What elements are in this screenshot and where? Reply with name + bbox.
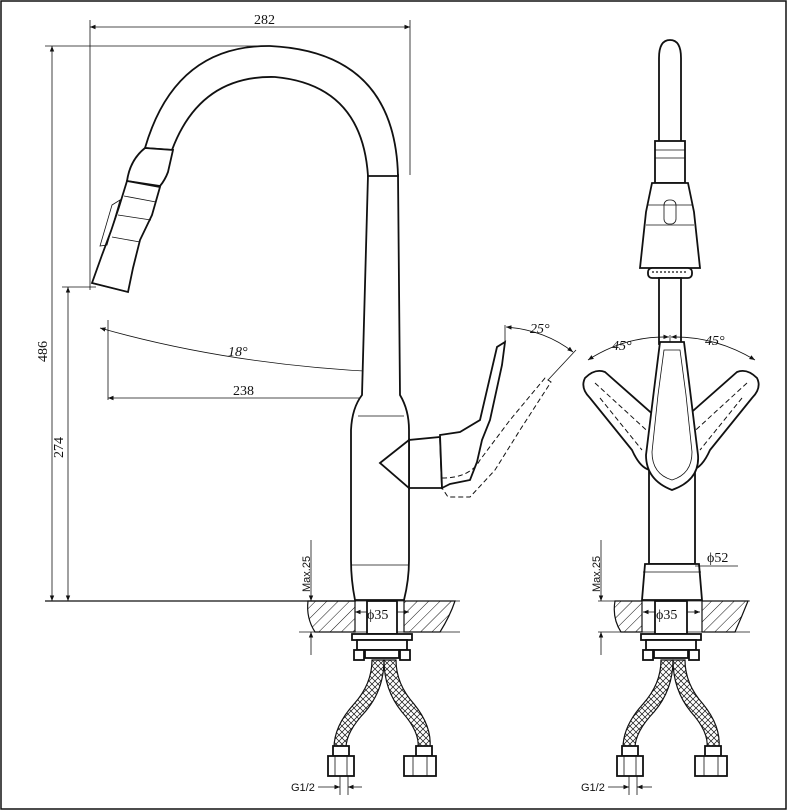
hose-right-side — [383, 659, 431, 749]
countertop-front — [613, 600, 643, 633]
hose-left-front — [622, 659, 674, 749]
countertop-side — [307, 600, 356, 633]
dim-spout-angle: 18° — [228, 345, 248, 360]
dim-total-height: 486 — [36, 341, 51, 362]
dim-hole-diameter-side: ϕ35 — [367, 608, 388, 623]
dim-right-rotation: 45° — [705, 334, 725, 349]
dim-max-thickness-front: Max.25 — [591, 556, 603, 592]
lever-handle-side: 25° — [378, 322, 577, 498]
front-view: 45° 45° ϕ52 Max.25 ϕ35 — [581, 39, 760, 795]
dim-thread-side: G1/2 — [291, 782, 315, 794]
dim-thread-front: G1/2 — [581, 782, 605, 794]
dim-hole-diameter-front: ϕ35 — [656, 608, 677, 623]
spout-front — [658, 39, 682, 143]
dim-handle-angle: 25° — [530, 322, 550, 337]
lever-handle-front — [645, 341, 699, 491]
gooseneck-spout-side — [143, 45, 399, 177]
hose-left-side — [333, 659, 385, 749]
faucet-body-side — [350, 174, 410, 601]
hose-right-front — [672, 659, 720, 749]
spray-head-side — [90, 147, 175, 294]
dim-reach: 238 — [233, 384, 254, 399]
dim-body-diameter: ϕ52 — [707, 551, 728, 566]
handle-rotated-left — [582, 369, 667, 472]
dim-max-thickness-side: Max.25 — [301, 556, 313, 592]
side-view: 282 486 274 238 18° — [36, 13, 577, 795]
spray-head-front — [638, 182, 702, 269]
dim-overall-width: 282 — [254, 13, 275, 28]
dim-spout-height: 274 — [52, 437, 67, 458]
dim-left-rotation: 45° — [612, 339, 632, 354]
